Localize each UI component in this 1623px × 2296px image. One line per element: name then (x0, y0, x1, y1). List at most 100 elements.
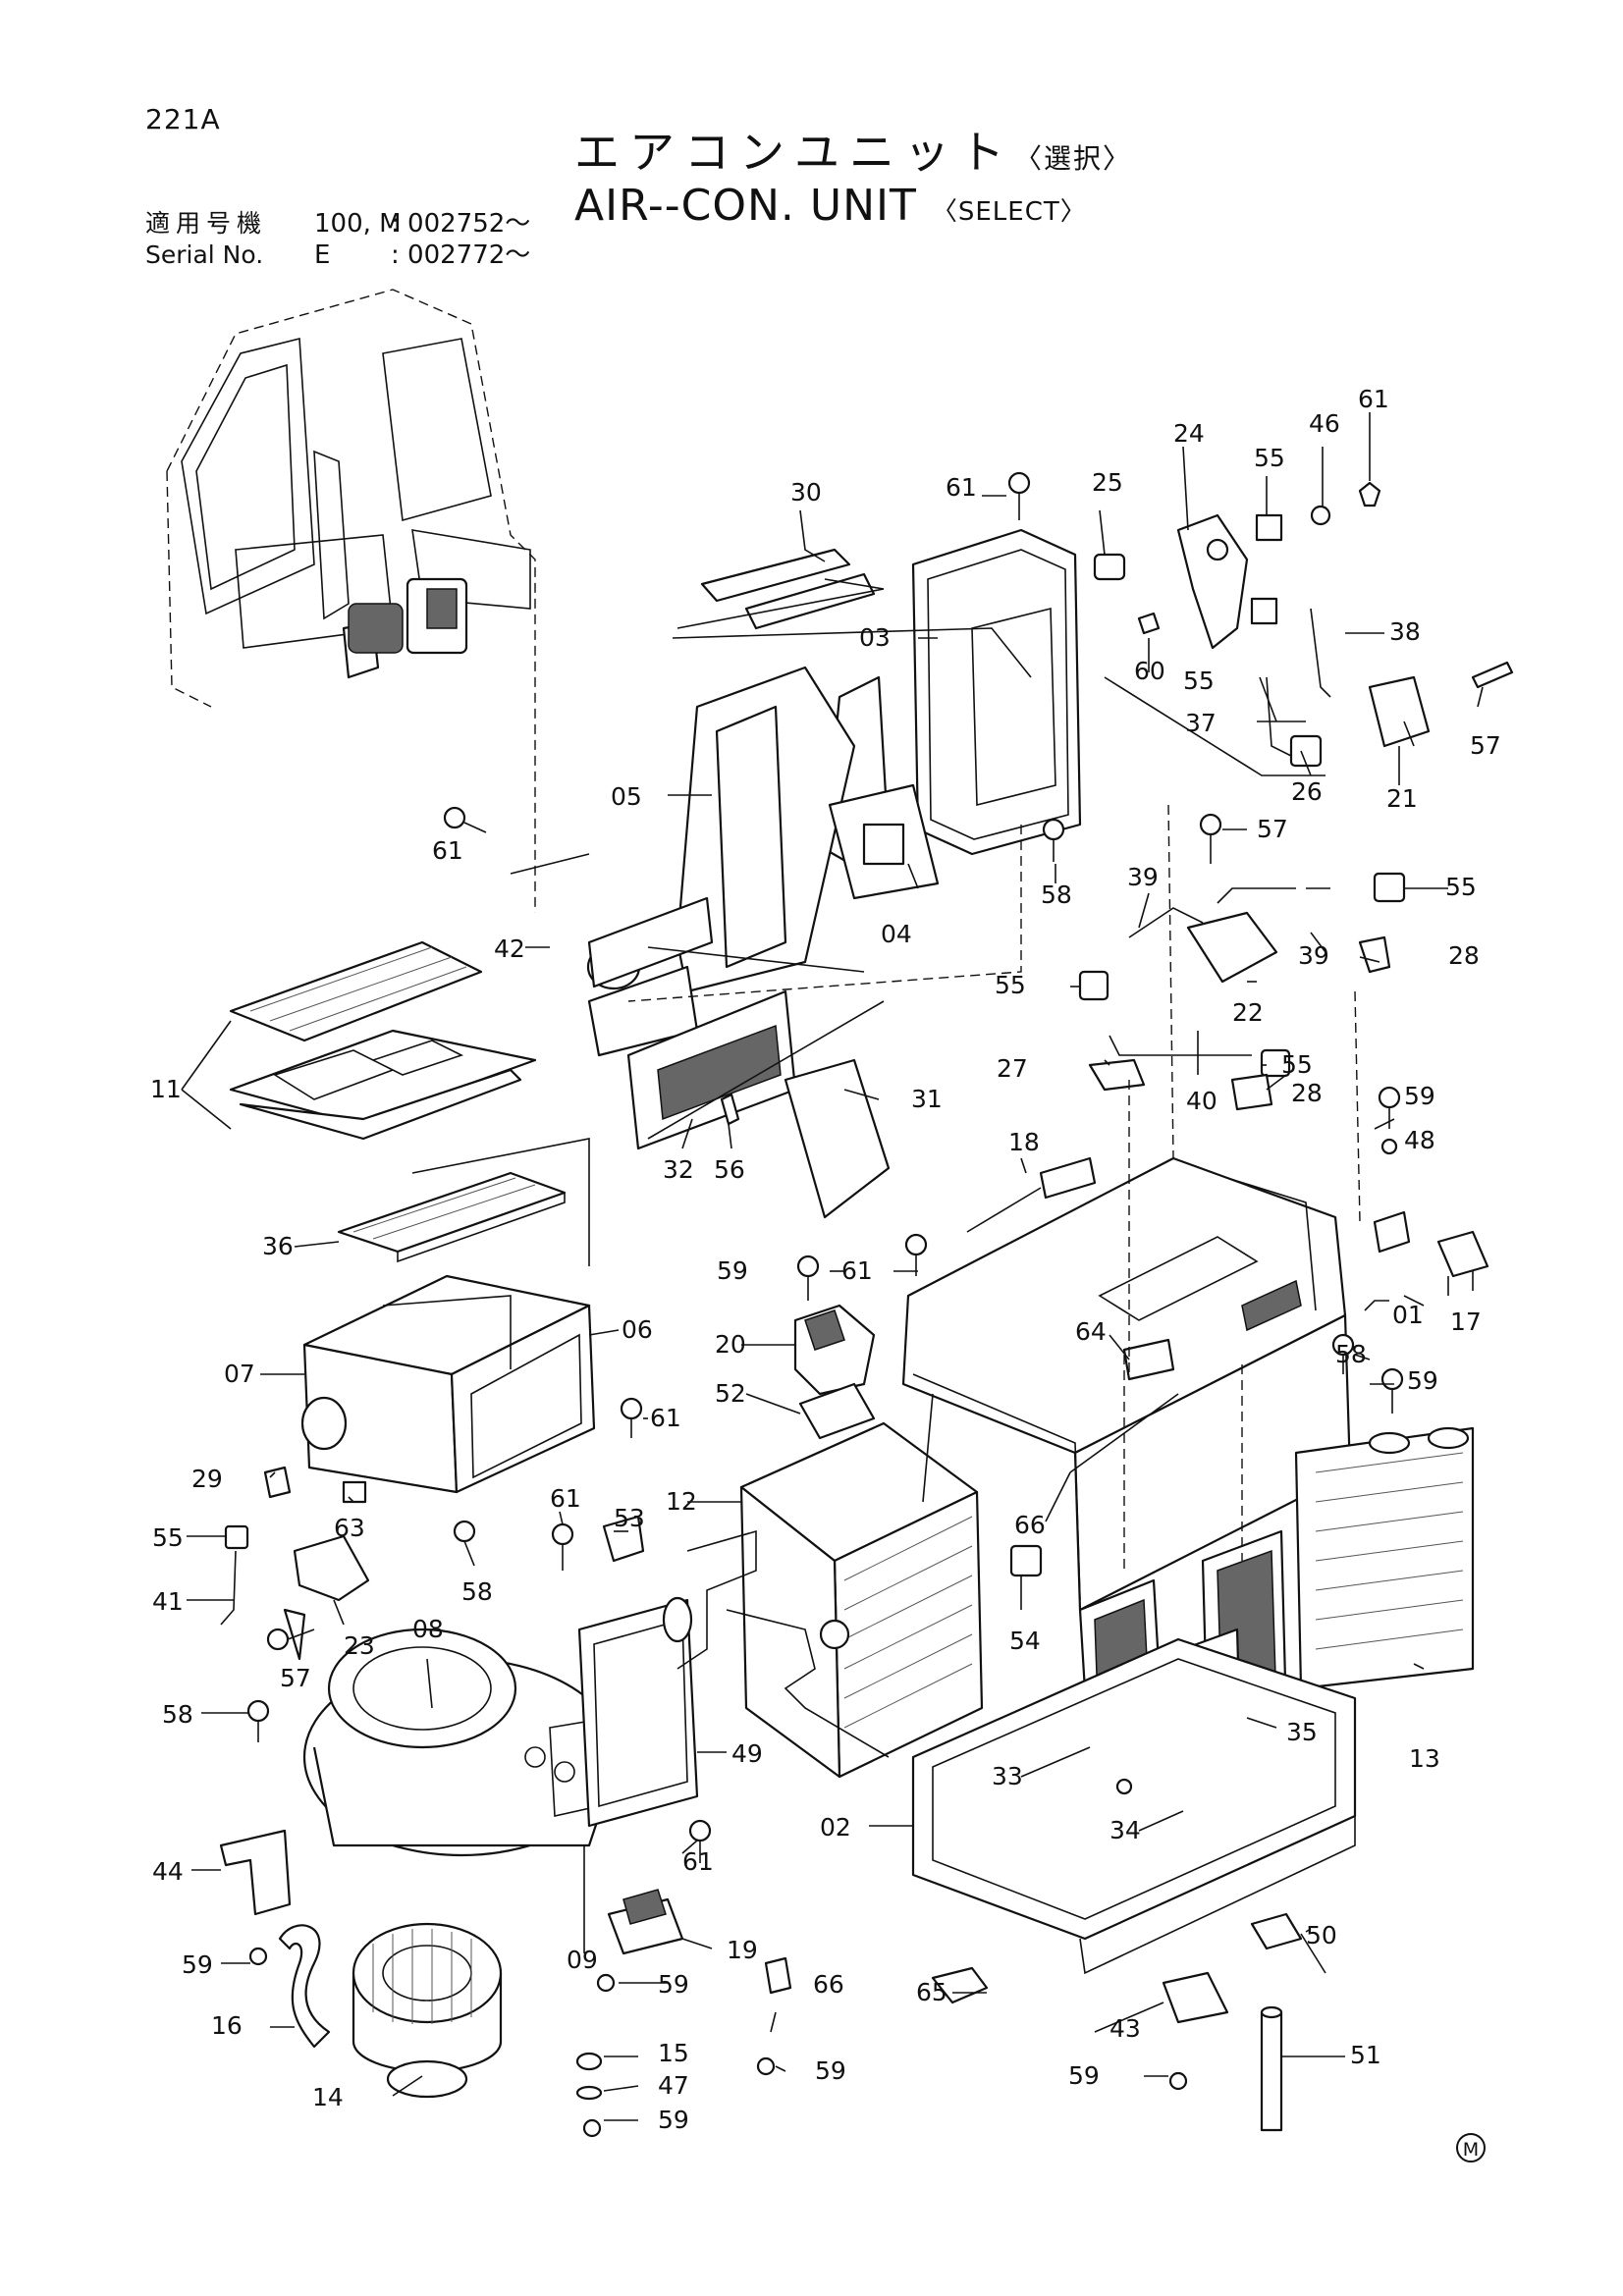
label-08: 08 (412, 1615, 444, 1643)
label-58c: 58 (461, 1577, 493, 1606)
fan-motor-14 (352, 1922, 503, 2099)
label-13: 13 (1409, 1744, 1440, 1773)
label-07: 07 (224, 1360, 255, 1388)
label-61d: 61 (841, 1256, 873, 1285)
label-33: 33 (992, 1762, 1023, 1790)
label-65: 65 (916, 1978, 947, 2006)
label-61b: 61 (1358, 385, 1389, 413)
label-55d: 55 (995, 971, 1026, 999)
model-2: E (314, 240, 331, 270)
label-17: 17 (1450, 1308, 1482, 1336)
label-43: 43 (1109, 2014, 1141, 2043)
label-32: 32 (663, 1155, 694, 1184)
applicability-row-2: Serial No. E : 002772～ (145, 240, 530, 271)
label-61e: 61 (650, 1404, 681, 1432)
cab-inset (166, 289, 536, 913)
label-58a: 58 (1041, 881, 1072, 909)
door-31-rod-32 (626, 989, 891, 1219)
label-38: 38 (1389, 617, 1421, 646)
label-50: 50 (1306, 1921, 1337, 1949)
label-57c: 57 (280, 1664, 311, 1692)
filter-11 (229, 940, 537, 1141)
label-58b: 58 (1335, 1340, 1367, 1368)
label-31: 31 (911, 1085, 943, 1113)
label-61a: 61 (946, 473, 977, 502)
label-39b: 39 (1298, 941, 1329, 970)
label-27: 27 (997, 1054, 1028, 1083)
label-29: 29 (191, 1465, 223, 1493)
label-58d: 58 (162, 1700, 193, 1729)
heater-core-13 (1294, 1426, 1475, 1690)
label-55c: 55 (1445, 873, 1477, 901)
title-en-select: 〈SELECT〉 (931, 197, 1087, 227)
label-59a: 59 (1404, 1082, 1435, 1110)
resistor-19 (607, 1889, 684, 1955)
label-30: 30 (790, 478, 822, 507)
evaporator-12 (662, 1421, 984, 1779)
label-11: 11 (150, 1075, 182, 1103)
label-66b: 66 (813, 1970, 844, 1999)
title-en-text: AIR--CON. UNIT (574, 181, 917, 231)
screw-icons (246, 471, 1404, 2138)
label-09: 09 (567, 1946, 598, 1974)
title-japanese: エアコンユニット〈選択〉 (574, 130, 1132, 175)
relay-17 (1436, 1230, 1489, 1296)
label-40: 40 (1186, 1087, 1217, 1115)
label-59d: 59 (182, 1950, 213, 1979)
label-60: 60 (1134, 657, 1165, 685)
label-18: 18 (1008, 1128, 1040, 1156)
label-37: 37 (1185, 709, 1217, 737)
label-57b: 57 (1257, 815, 1288, 843)
serial-2: : 002772～ (391, 240, 531, 270)
label-59c: 59 (1407, 1366, 1438, 1395)
label-21: 21 (1386, 784, 1418, 813)
label-44: 44 (152, 1857, 184, 1886)
title-jp-select: 〈選択〉 (1014, 142, 1133, 175)
gasket-49 (577, 1598, 699, 1828)
label-25: 25 (1092, 468, 1123, 497)
actuator-20-52 (793, 1304, 876, 1440)
applicability-block: 適用号機 100, M : 002752～ Serial No. E : 002… (145, 208, 530, 271)
label-39a: 39 (1127, 863, 1159, 891)
applicability-row-1: 適用号機 100, M : 002752～ (145, 208, 530, 240)
label-49: 49 (731, 1739, 763, 1768)
label-59g: 59 (1068, 2061, 1100, 2090)
small-parts-left (220, 1466, 370, 1661)
model-1: 100, M (314, 209, 402, 239)
bracket-44 (219, 1829, 292, 1916)
label-14: 14 (312, 2083, 344, 2111)
title-english: AIR--CON. UNIT 〈SELECT〉 (574, 185, 1087, 228)
label-22: 22 (1232, 998, 1264, 1027)
serial-1: : 002752～ (391, 209, 531, 239)
label-48: 48 (1404, 1126, 1435, 1154)
connector-54-53-64 (602, 1338, 1179, 1577)
lower-case-02 (911, 1637, 1357, 1975)
label-61c: 61 (432, 836, 463, 865)
label-55e: 55 (1281, 1050, 1313, 1079)
filter-36 (337, 1171, 567, 1263)
label-35: 35 (1286, 1718, 1318, 1746)
hose-16 (278, 1924, 331, 2049)
m-mark-text: M (1463, 2139, 1479, 2161)
label-53: 53 (614, 1504, 645, 1532)
phantom-lines (411, 578, 1361, 1571)
label-41: 41 (152, 1587, 184, 1616)
label-51: 51 (1350, 2041, 1381, 2069)
label-12: 12 (666, 1487, 697, 1516)
label-15: 15 (658, 2039, 689, 2067)
intake-housing-06-07 (300, 1274, 596, 1504)
label-56: 56 (714, 1155, 745, 1184)
label-06: 06 (622, 1315, 653, 1344)
label-55f: 55 (152, 1523, 184, 1552)
label-42: 42 (494, 934, 525, 963)
label-64: 64 (1075, 1317, 1107, 1346)
title-jp-text: エアコンユニット (574, 126, 1014, 179)
label-02: 02 (820, 1813, 851, 1842)
label-28b: 28 (1291, 1079, 1323, 1107)
page-code: 221A (145, 103, 221, 135)
label-36: 36 (262, 1232, 294, 1260)
label-66a: 66 (1014, 1511, 1046, 1539)
label-59f: 59 (815, 2056, 846, 2085)
label-01: 01 (1392, 1301, 1424, 1329)
